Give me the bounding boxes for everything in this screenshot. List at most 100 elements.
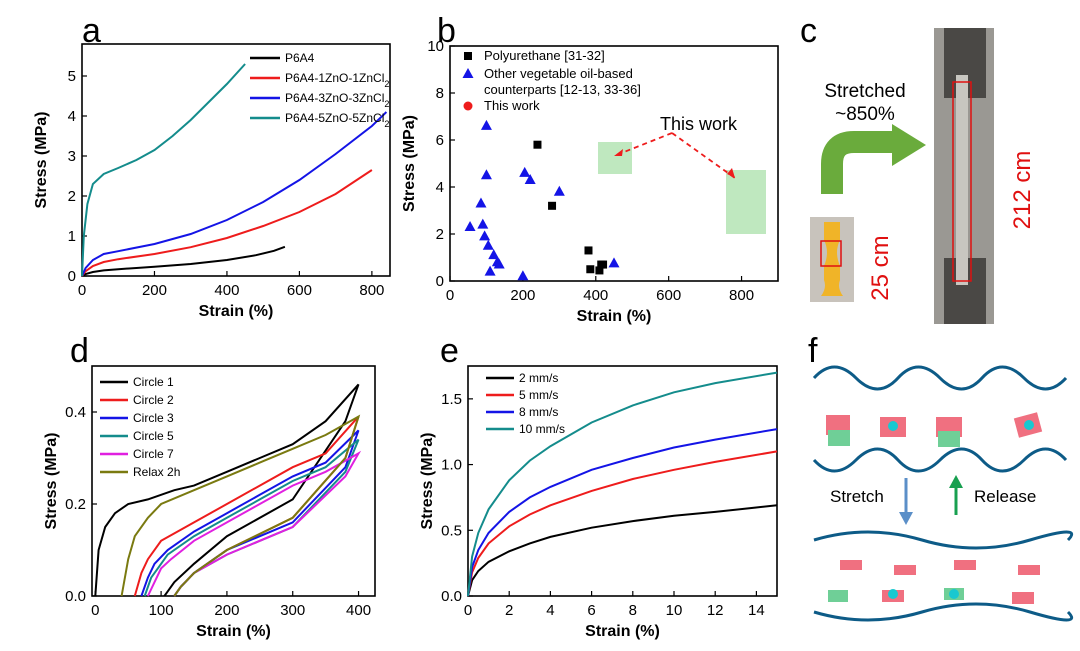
legend-label: counterparts [12-13, 33-36] (484, 82, 641, 97)
y-tick-label: 4 (68, 108, 76, 125)
annotation-arrow-1 (613, 132, 673, 157)
legend-label: Polyurethane [31-32] (484, 48, 605, 63)
legend-label: P6A4 (285, 51, 315, 65)
series-line (81, 111, 388, 277)
x-tick-label: 800 (359, 282, 384, 299)
plot-frame (449, 45, 779, 282)
y-tick-label: 1 (68, 228, 76, 245)
series-line (81, 245, 286, 277)
x-tick-label: 400 (346, 602, 371, 619)
data-point-square (548, 201, 557, 210)
x-tick-label: 100 (149, 602, 174, 619)
panel-label-e: e (440, 332, 459, 370)
subscript: 2 (384, 79, 389, 89)
data-point-square (586, 265, 595, 274)
y-tick-label: 2 (436, 226, 444, 243)
x-tick-label: 4 (546, 602, 554, 619)
length-before-label: 25 cm (867, 235, 894, 300)
y-tick-label: 6 (436, 132, 444, 149)
x-tick-label: 12 (707, 602, 724, 619)
plot-frame (91, 365, 376, 597)
annotation-arrowhead-1 (614, 149, 623, 156)
chain-bottom-1 (813, 530, 1074, 550)
broken-crosslink (1018, 565, 1040, 575)
chain-bottom-2 (813, 602, 1074, 622)
zinc-ion (949, 589, 959, 599)
data-point-triangle (475, 197, 487, 208)
x-axis-label: Strain (%) (196, 623, 271, 640)
stretched-percent: ~850% (835, 104, 895, 125)
data-point-triangle (524, 173, 536, 184)
x-tick-label: 200 (510, 287, 535, 304)
data-point-square (595, 266, 604, 275)
broken-crosslink (840, 560, 862, 570)
stretch-arrowhead (899, 512, 913, 525)
x-tick-label: 300 (280, 602, 305, 619)
data-point-triangle (482, 239, 494, 250)
series-line (140, 429, 360, 597)
x-axis-label: Strain (%) (577, 308, 652, 325)
legend-label: Circle 5 (133, 429, 174, 443)
broken-crosslink (828, 590, 848, 602)
series-line (81, 169, 373, 277)
x-tick-label: 400 (214, 282, 239, 299)
x-axis-label: Strain (%) (585, 623, 660, 640)
legend-label: Circle 7 (133, 447, 174, 461)
y-tick-label: 4 (436, 179, 444, 196)
series-line (467, 504, 778, 597)
series-line (467, 428, 778, 597)
x-tick-label: 0 (446, 287, 454, 304)
annotation-arrowhead-2 (727, 168, 735, 178)
y-tick-label: 0.0 (441, 588, 462, 605)
data-point-triangle (517, 270, 529, 281)
stretch-label: Stretch (830, 487, 884, 506)
x-tick-label: 0 (91, 602, 99, 619)
series-line (146, 450, 362, 597)
x-tick-label: 6 (587, 602, 595, 619)
this-work-annotation: This work (598, 114, 766, 234)
legend-label: This work (484, 98, 540, 113)
x-tick-label: 600 (656, 287, 681, 304)
data-point-triangle (488, 249, 500, 260)
length-after-label: 212 cm (1009, 151, 1036, 230)
y-tick-label: 0.4 (65, 404, 86, 421)
y-tick-label: 1.0 (441, 457, 462, 474)
y-tick-label: 0 (436, 273, 444, 290)
panel-c-photos: 25 cm Stretched ~850% 212 cm (810, 28, 1036, 324)
y-axis-label: Stress (MPa) (43, 433, 60, 530)
legend-label: 5 mm/s (519, 388, 558, 402)
panel-label-d: d (70, 332, 89, 370)
panel-label-a: a (82, 12, 101, 50)
stretch-arrow-head (892, 124, 926, 166)
y-tick-label: 1.5 (441, 391, 462, 408)
data-point-triangle (519, 166, 531, 177)
data-point-square (533, 140, 542, 149)
legend-marker (462, 68, 474, 78)
annotation-arrow-2 (671, 132, 736, 179)
legend-label: P6A4-5ZnO-5ZnCl2 (285, 111, 389, 129)
panel-label-b: b (437, 12, 456, 50)
legend-label: 2 mm/s (519, 371, 558, 385)
x-tick-label: 10 (666, 602, 683, 619)
series-line (120, 414, 361, 597)
x-tick-label: 0 (464, 602, 472, 619)
legend-label: Relax 2h (133, 465, 180, 479)
data-point-square (599, 260, 608, 269)
release-label: Release (974, 487, 1036, 506)
y-tick-label: 0.5 (441, 522, 462, 539)
x-tick-label: 8 (629, 602, 637, 619)
data-point-triangle (464, 220, 476, 231)
legend-label: Circle 2 (133, 393, 174, 407)
legend-label: P6A4-1ZnO-1ZnCl2 (285, 71, 389, 89)
x-tick-label: 400 (583, 287, 608, 304)
data-point-triangle (484, 265, 496, 276)
data-point-triangle (493, 258, 505, 269)
x-tick-label: 2 (505, 602, 513, 619)
broken-crosslink (1012, 592, 1034, 604)
y-tick-label: 0 (68, 268, 76, 285)
broken-crosslink (954, 560, 976, 570)
series-line (467, 450, 778, 597)
y-tick-label: 0.0 (65, 588, 86, 605)
